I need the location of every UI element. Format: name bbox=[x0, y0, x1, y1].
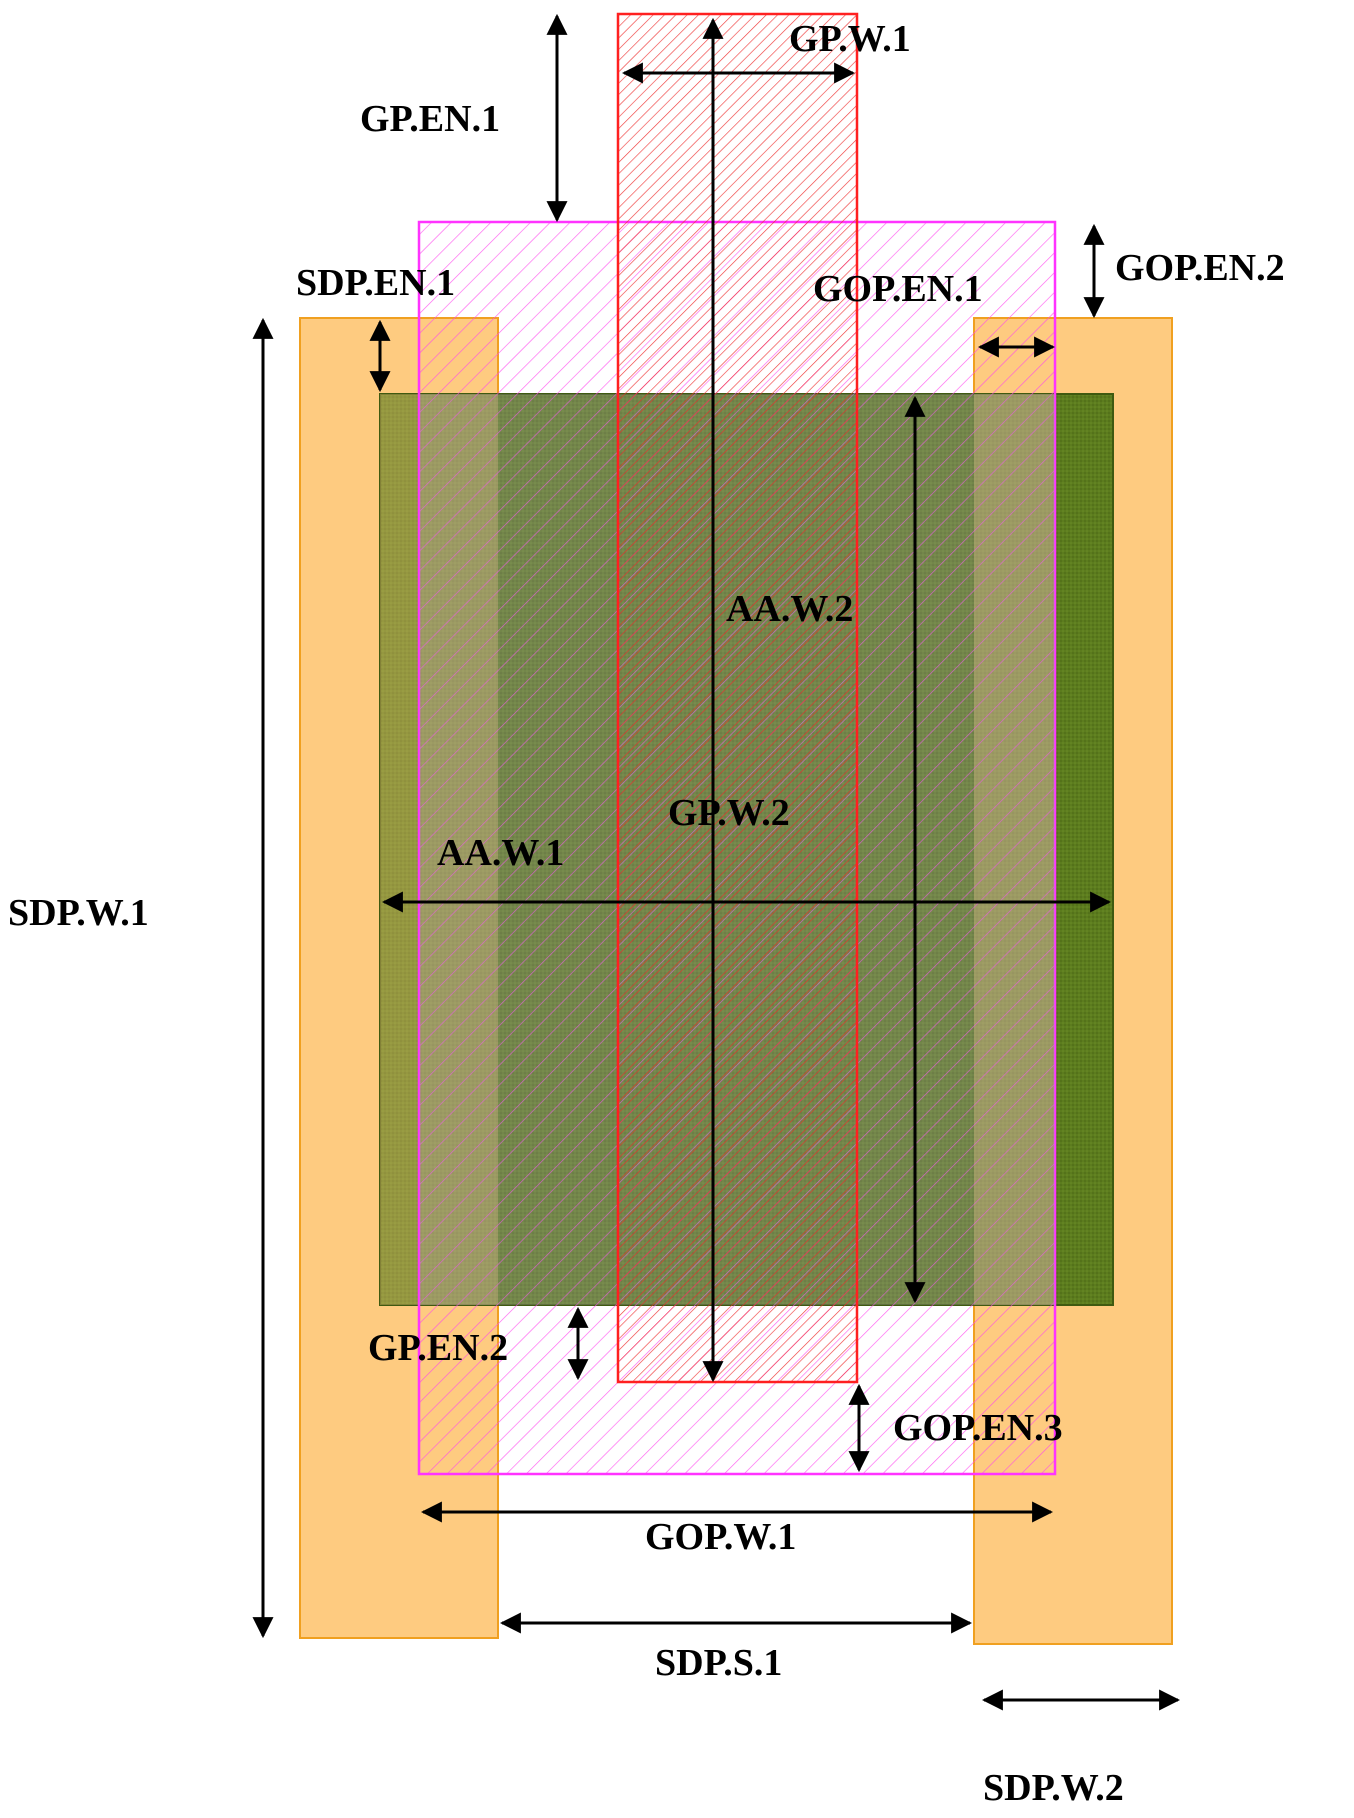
label-gp-w-1: GP.W.1 bbox=[789, 18, 911, 60]
label-gop-en-2: GOP.EN.2 bbox=[1115, 247, 1285, 289]
label-sdp-en-1: SDP.EN.1 bbox=[296, 262, 455, 304]
label-gop-en-3: GOP.EN.3 bbox=[893, 1407, 1063, 1449]
label-sdp-s-1: SDP.S.1 bbox=[655, 1642, 782, 1684]
label-sdp-w-2: SDP.W.2 bbox=[983, 1767, 1124, 1809]
label-gp-en-1: GP.EN.1 bbox=[360, 98, 500, 140]
label-aa-w-1: AA.W.1 bbox=[437, 832, 564, 874]
label-gop-en-1: GOP.EN.1 bbox=[813, 268, 983, 310]
label-gp-w-2: GP.W.2 bbox=[668, 792, 790, 834]
label-gop-w-1: GOP.W.1 bbox=[645, 1516, 796, 1558]
gp-gate bbox=[616, 12, 859, 1384]
label-gp-en-2: GP.EN.2 bbox=[368, 1327, 508, 1369]
label-sdp-w-1: SDP.W.1 bbox=[8, 892, 149, 934]
label-aa-w-2: AA.W.2 bbox=[726, 588, 853, 630]
